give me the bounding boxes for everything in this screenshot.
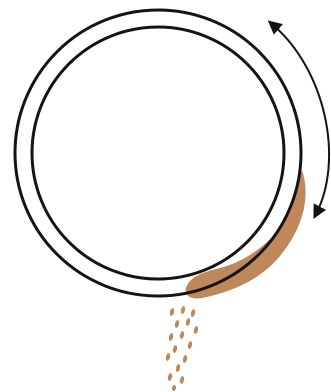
particle — [165, 353, 171, 362]
particle — [187, 341, 193, 350]
brown-deposit — [186, 170, 306, 299]
particle — [171, 385, 176, 392]
particle — [175, 364, 181, 373]
particle — [174, 320, 180, 329]
particle — [180, 306, 186, 315]
particle — [190, 309, 196, 318]
deposit-layer — [186, 170, 306, 299]
particle — [179, 376, 185, 385]
particle — [169, 308, 175, 317]
outer-ring — [15, 10, 301, 296]
particle — [182, 355, 188, 364]
particle — [168, 333, 174, 342]
particle — [185, 318, 191, 327]
particle — [179, 331, 185, 340]
falling-particles — [165, 306, 199, 392]
particle — [172, 345, 178, 354]
inner-ring — [32, 27, 284, 279]
particle — [167, 373, 173, 382]
particle — [193, 326, 199, 335]
